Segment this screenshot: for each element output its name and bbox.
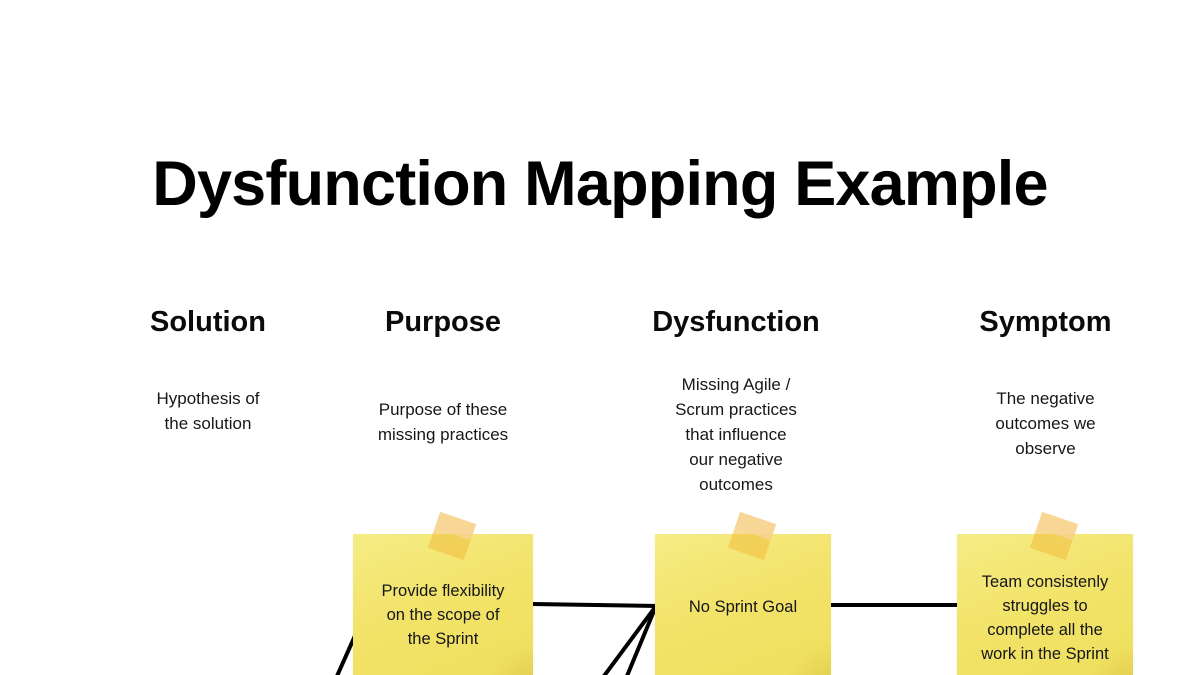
sticky-note-purpose[interactable]: Provide flexibility on the scope of the … <box>353 511 533 675</box>
sticky-note-line: the Sprint <box>407 629 479 648</box>
sticky-note-line: Provide flexibility <box>381 582 505 600</box>
tape-icon <box>1029 511 1079 561</box>
sticky-note-dysfunction[interactable]: No Sprint Goal <box>655 511 831 675</box>
connector-dysfunction-branch-2 <box>625 603 659 675</box>
column-solution: Solution Hypothesis of the solution <box>97 305 319 436</box>
corner-curl-icon <box>785 644 831 675</box>
column-description-line: Scrum practices <box>675 399 797 419</box>
column-symptom: Symptom The negative outcomes we observe <box>936 305 1155 461</box>
column-description-line: Purpose of these <box>378 399 508 419</box>
sticky-note-line: Team consistenly <box>981 573 1109 591</box>
column-purpose: Purpose Purpose of these missing practic… <box>330 305 556 447</box>
tape-icon <box>427 511 477 561</box>
tape-icon <box>727 511 777 561</box>
column-title-solution: Solution <box>150 306 266 338</box>
corner-curl-icon <box>1087 644 1133 675</box>
sticky-note-purpose-text: Provide flexibility on the scope of the … <box>353 580 533 652</box>
sticky-note-line: struggles to <box>1002 596 1088 615</box>
page-title: Dysfunction Mapping Example <box>152 149 1048 220</box>
connector-dysfunction-branch-1 <box>602 603 659 675</box>
column-description-line: outcomes we <box>995 413 1096 433</box>
sticky-note-symptom[interactable]: Team consistenly struggles to complete a… <box>957 511 1133 675</box>
column-description-dysfunction: Missing Agile / Scrum practices that inf… <box>626 372 846 498</box>
column-title-symptom: Symptom <box>979 306 1112 338</box>
sticky-note-line: complete all the <box>987 620 1103 639</box>
connector-purpose-to-dysfunction <box>530 601 659 609</box>
column-description-line: the solution <box>164 413 252 433</box>
column-description-line: that influence <box>685 425 787 445</box>
column-description-line: missing practices <box>377 424 509 444</box>
column-description-line: Missing Agile / <box>681 374 791 394</box>
corner-curl-icon <box>487 644 533 675</box>
column-description-line: observe <box>1015 439 1076 459</box>
column-dysfunction: Dysfunction Missing Agile / Scrum practi… <box>626 305 846 498</box>
column-title-dysfunction: Dysfunction <box>652 306 820 338</box>
column-description-purpose: Purpose of these missing practices <box>330 397 556 447</box>
sticky-note-line: No Sprint Goal <box>688 598 798 616</box>
sticky-note-line: on the scope of <box>386 605 500 624</box>
column-description-line: Hypothesis of <box>156 388 260 408</box>
column-description-solution: Hypothesis of the solution <box>97 386 319 436</box>
column-description-line: outcomes <box>699 475 773 495</box>
column-description-line: The negative <box>996 388 1095 408</box>
sticky-note-symptom-text: Team consistenly struggles to complete a… <box>957 571 1133 667</box>
sticky-note-line: work in the Sprint <box>981 644 1109 663</box>
column-description-symptom: The negative outcomes we observe <box>936 386 1155 461</box>
column-description-line: our negative <box>689 450 783 470</box>
column-title-purpose: Purpose <box>384 306 502 338</box>
sticky-note-dysfunction-text: No Sprint Goal <box>655 596 831 620</box>
